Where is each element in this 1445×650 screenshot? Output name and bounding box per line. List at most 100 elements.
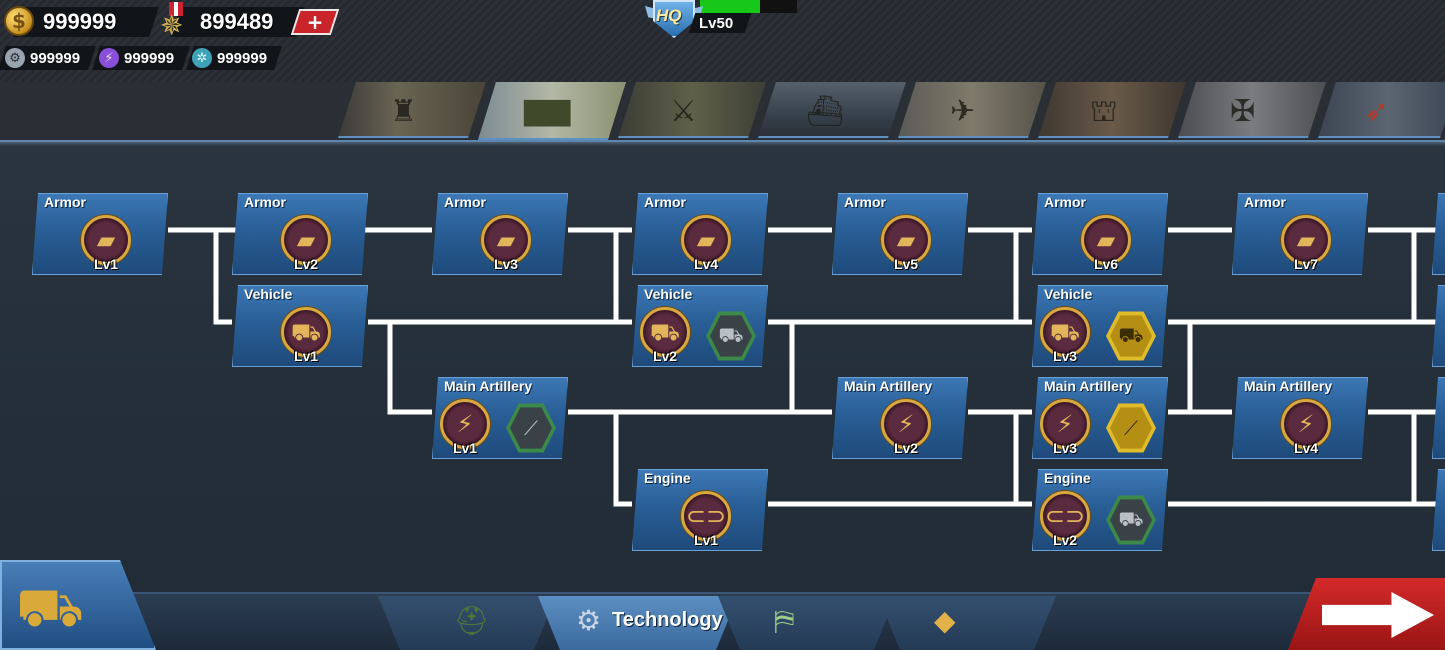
tank-upgrade-icon: ⛟ [1040, 307, 1090, 357]
tab-infantry[interactable]: ♜ [338, 82, 486, 138]
plus-icon: + [306, 10, 324, 34]
cannon-icon: ⚡ [440, 399, 490, 449]
top-hud: $ 999999 ✵ 899489 + ⚙ 999999 ⚡ 999999 ✲ … [0, 0, 1445, 82]
tech-node-armor-6[interactable]: Armor ▰Lv6 [1032, 193, 1168, 275]
tech-node-vehicle-2[interactable]: Vehicle ⛟Lv2 ⛟ [632, 285, 768, 367]
node-level: Lv3 [1052, 440, 1078, 456]
node-level: Lv5 [893, 256, 919, 272]
tech-node-artillery-2[interactable]: Main Artillery ⚡Lv2 [832, 377, 968, 459]
tab-anti-air[interactable]: ✠ [1178, 82, 1326, 138]
node-level: Lv2 [1052, 532, 1078, 548]
gold-tank-unit-icon: ⛟ [1106, 310, 1156, 362]
tech-node-vehicle-1[interactable]: Vehicle ⛟Lv1 [232, 285, 368, 367]
cannon-icon: ⚡ [1281, 399, 1331, 449]
unit-select-button[interactable]: ⛟ [0, 560, 156, 650]
tech-node-engine-1[interactable]: Engine ⊂⊃Lv1 [632, 469, 768, 551]
hq-shield-icon[interactable] [645, 0, 703, 38]
energy-amount: 999999 [124, 49, 175, 67]
locked-tank-unit-icon: ⛟ [1106, 494, 1156, 546]
tech-node-artillery-4[interactable]: Main Artillery ⚡Lv4 [1232, 377, 1368, 459]
nav-technology-button[interactable]: ⚙ Technology [538, 596, 738, 650]
tab-navy[interactable]: ⛴ [758, 82, 906, 138]
next-arrow-button[interactable] [1288, 578, 1445, 650]
tab-missile[interactable]: ➶ [1318, 82, 1445, 138]
cannon-icon: ⚡ [881, 399, 931, 449]
tech-node-armor-1[interactable]: Armor ▰Lv1 [32, 193, 168, 275]
tech-node-vehicle-3[interactable]: Vehicle ⛟Lv3 ⛟ [1032, 285, 1168, 367]
node-title: Armor [844, 194, 887, 210]
node-title: Engine [644, 470, 691, 486]
tech-node-armor-5[interactable]: Armor ▰Lv5 [832, 193, 968, 275]
tab-bunker[interactable]: ⛫ [1038, 82, 1186, 138]
armor-plate-icon: ▰ [81, 215, 131, 265]
parts-resource: ✲ 999999 [192, 47, 267, 69]
anti-air-icon: ✠ [1230, 94, 1256, 129]
node-title: Main Artillery [844, 378, 933, 394]
tank-icon: ⛟ [16, 576, 84, 639]
locked-rifle-unit-icon: ⟋ [506, 402, 556, 454]
node-level: Lv1 [93, 256, 119, 272]
node-level: Lv3 [493, 256, 519, 272]
pyramid-icon: ◆ [934, 604, 956, 637]
buy-currency-button[interactable]: + [290, 9, 340, 35]
node-title: Vehicle [644, 286, 693, 302]
armor-plate-icon: ▰ [481, 215, 531, 265]
artillery-icon: ⚔ [670, 94, 697, 129]
technology-label: Technology [612, 609, 723, 631]
nav-pyramid-button[interactable]: ◆ [878, 596, 1056, 650]
node-title: Vehicle [244, 286, 293, 302]
hq-level: Lv50 [699, 15, 734, 32]
tech-node-armor-7[interactable]: Armor ▰Lv7 [1232, 193, 1368, 275]
node-level: Lv1 [693, 532, 719, 548]
tech-node-engine-2[interactable]: Engine ⊂⊃Lv2 ⛟ [1032, 469, 1168, 551]
hq-progress-bar [700, 0, 761, 13]
node-level: Lv4 [693, 256, 719, 272]
tech-node-artillery-1[interactable]: Main Artillery ⚡Lv1 ⟋ [432, 377, 568, 459]
node-level: Lv3 [1052, 348, 1078, 364]
map-pin-icon: ⛿ [774, 604, 795, 637]
node-level: Lv2 [652, 348, 678, 364]
node-level: Lv2 [893, 440, 919, 456]
medal-icon: ✵ [160, 2, 192, 42]
track-belt-icon: ⊂⊃ [681, 491, 731, 541]
tab-aircraft[interactable]: ✈ [898, 82, 1046, 138]
tech-node-artillery-3[interactable]: Main Artillery ⚡Lv3 ⟋ [1032, 377, 1168, 459]
medal-amount: 899489 [200, 9, 274, 34]
node-level: Lv7 [1293, 256, 1319, 272]
gears-amount: 999999 [30, 49, 81, 67]
armor-plate-icon: ▰ [1081, 215, 1131, 265]
hq-label: HQ [656, 6, 682, 25]
energy-resource: ⚡ 999999 [99, 47, 174, 69]
tank-upgrade-icon: ⛟ [640, 307, 690, 357]
node-title: Vehicle [1044, 286, 1093, 302]
aircraft-icon: ✈ [950, 94, 976, 129]
cog-part-icon: ✲ [192, 48, 212, 68]
lightning-icon: ⚡ [99, 48, 119, 68]
nav-map-button[interactable]: ⛿ [718, 596, 896, 650]
armor-plate-icon: ▰ [681, 215, 731, 265]
gold-amount: 999999 [43, 9, 117, 34]
tech-node-armor-2[interactable]: Armor ▰Lv2 [232, 193, 368, 275]
node-title: Engine [1044, 470, 1091, 486]
node-title: Armor [1044, 194, 1087, 210]
armor-plate-icon: ▰ [1281, 215, 1331, 265]
gold-rifle-unit-icon: ⟋ [1106, 402, 1156, 454]
locked-tank-unit-icon: ⛟ [706, 310, 756, 362]
tab-artillery[interactable]: ⚔ [618, 82, 766, 138]
missile-icon: ➶ [1364, 94, 1390, 129]
tech-node-armor-4[interactable]: Armor ▰Lv4 [632, 193, 768, 275]
node-level: Lv4 [1293, 440, 1319, 456]
officer-cap-icon: ⛑ [454, 604, 490, 637]
armor-plate-icon: ▰ [881, 215, 931, 265]
armor-plate-icon: ▰ [281, 215, 331, 265]
parts-amount: 999999 [217, 49, 268, 67]
navy-icon: ⛴ [806, 94, 845, 129]
tab-tanks[interactable]: ▆▆ [478, 82, 626, 140]
tech-node-armor-3[interactable]: Armor ▰Lv3 [432, 193, 568, 275]
tank-upgrade-icon: ⛟ [281, 307, 331, 357]
node-title: Armor [644, 194, 687, 210]
nav-commander-button[interactable]: ⛑ [378, 596, 556, 650]
node-title: Main Artillery [444, 378, 533, 394]
magnifier-gear-icon: ⚙ [576, 604, 602, 637]
node-title: Armor [444, 194, 487, 210]
